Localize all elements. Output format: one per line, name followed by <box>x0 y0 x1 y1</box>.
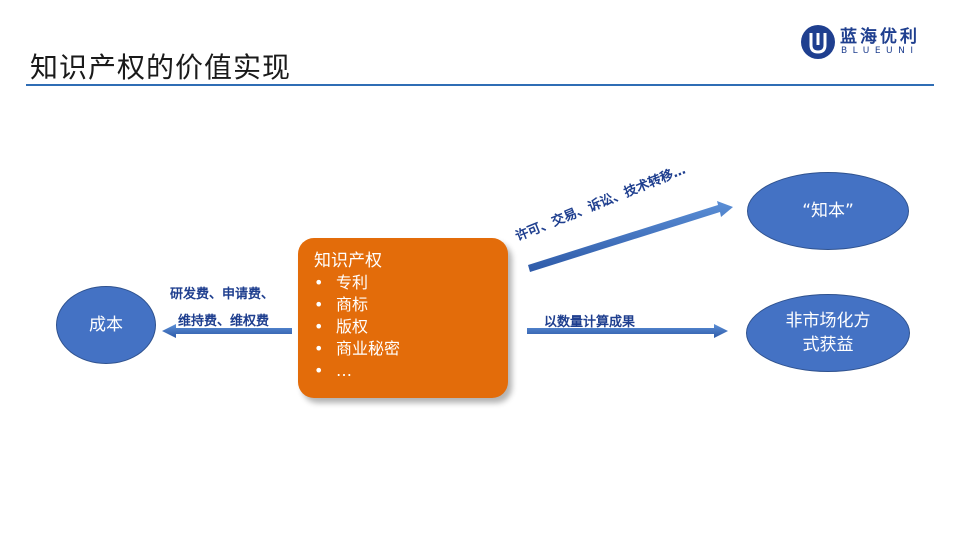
brand-logo: 蓝海优利 BLUEUNI <box>800 22 940 66</box>
logo-text-en: BLUEUNI <box>841 46 919 56</box>
node-nonmarket-line1: 非市场化方 <box>785 311 871 331</box>
logo-text-cn: 蓝海优利 <box>840 27 920 47</box>
arrow-to-zhiben <box>528 201 733 272</box>
arrow-to-nonmarket <box>527 324 728 338</box>
blueuni-logo-icon <box>801 25 835 59</box>
ip-box: 知识产权 专利 商标 版权 商业秘密 … <box>298 238 508 398</box>
list-item: … <box>314 360 508 382</box>
list-item: 商标 <box>314 294 508 316</box>
list-item: 商业秘密 <box>314 338 508 360</box>
ip-type-list: 专利 商标 版权 商业秘密 … <box>314 272 508 382</box>
page-title: 知识产权的价值实现 <box>30 51 292 84</box>
arrow-to-cost <box>162 324 292 338</box>
title-divider <box>26 84 934 86</box>
node-zhiben: “知本” <box>747 172 909 250</box>
node-nonmarket-line2: 式获益 <box>802 335 854 355</box>
quantify-label: 以数量计算成果 <box>544 315 636 330</box>
cost-label-line2: 维持费、维权费 <box>178 314 270 329</box>
cost-label-line1: 研发费、申请费、 <box>170 287 275 302</box>
list-item: 专利 <box>314 272 508 294</box>
node-nonmarket: 非市场化方 式获益 <box>746 294 910 372</box>
list-item: 版权 <box>314 316 508 338</box>
ip-box-heading: 知识产权 <box>314 251 382 271</box>
node-cost: 成本 <box>56 286 156 364</box>
